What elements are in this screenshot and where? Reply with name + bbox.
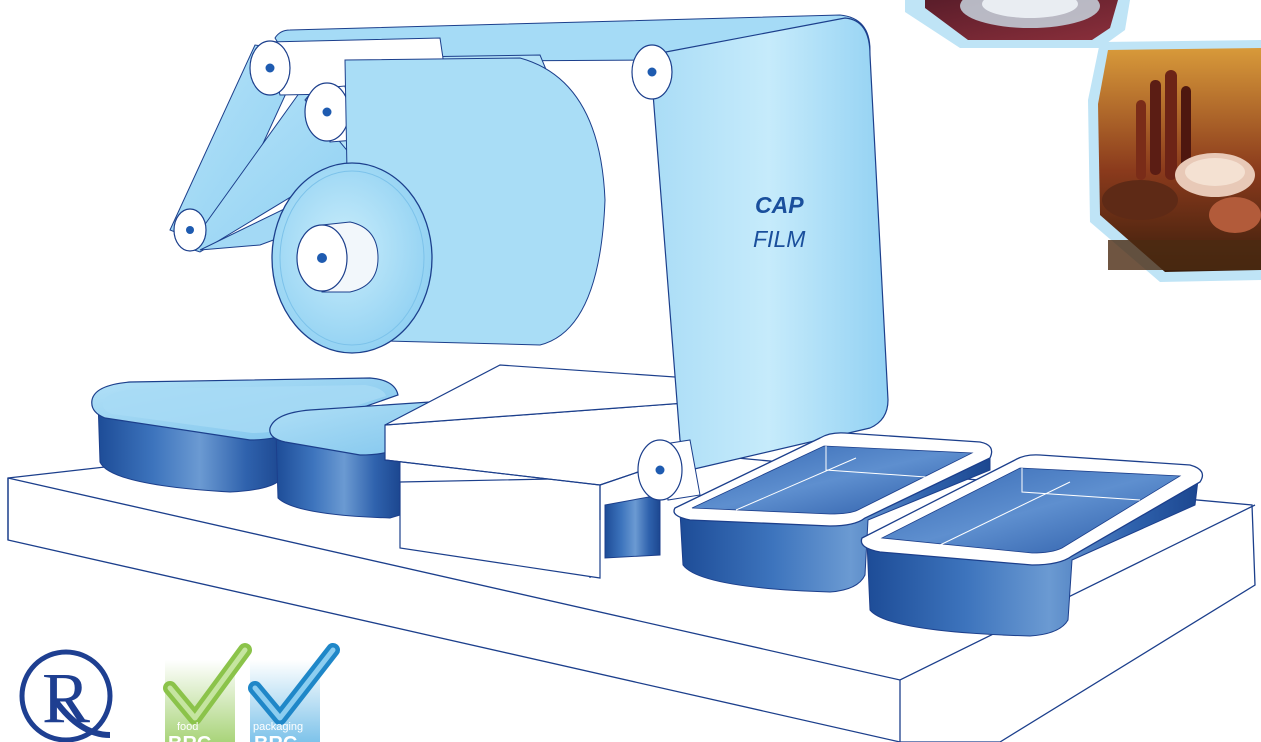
empty-tray-right-1: [673, 432, 993, 593]
empty-tray-right-2: [860, 454, 1204, 637]
cap-label-line1: CAP: [755, 192, 804, 218]
cap-label-line2: FILM: [753, 226, 806, 252]
lower-left-roller: [173, 208, 207, 252]
cap-film-label: CAP FILM: [753, 192, 806, 252]
rq-monogram-logo: R: [19, 649, 113, 742]
food-plate-photo: [905, 0, 1130, 48]
food-badge-mark: BRC: [168, 733, 211, 742]
sausages-and-meat-photo: [1088, 40, 1261, 282]
packaging-badge-caption: packaging: [253, 721, 303, 733]
top-right-roller: [631, 44, 673, 100]
food-badge-caption: food: [177, 721, 198, 733]
packaging-badge-mark: BRC: [254, 733, 297, 742]
film-reel: [271, 57, 606, 354]
brc-packaging-badge: packaging BRC: [248, 643, 340, 742]
filled-tray-left-1: [91, 377, 399, 493]
brc-food-badge: food BRC: [163, 643, 252, 742]
bottom-film-roller: [637, 439, 701, 501]
